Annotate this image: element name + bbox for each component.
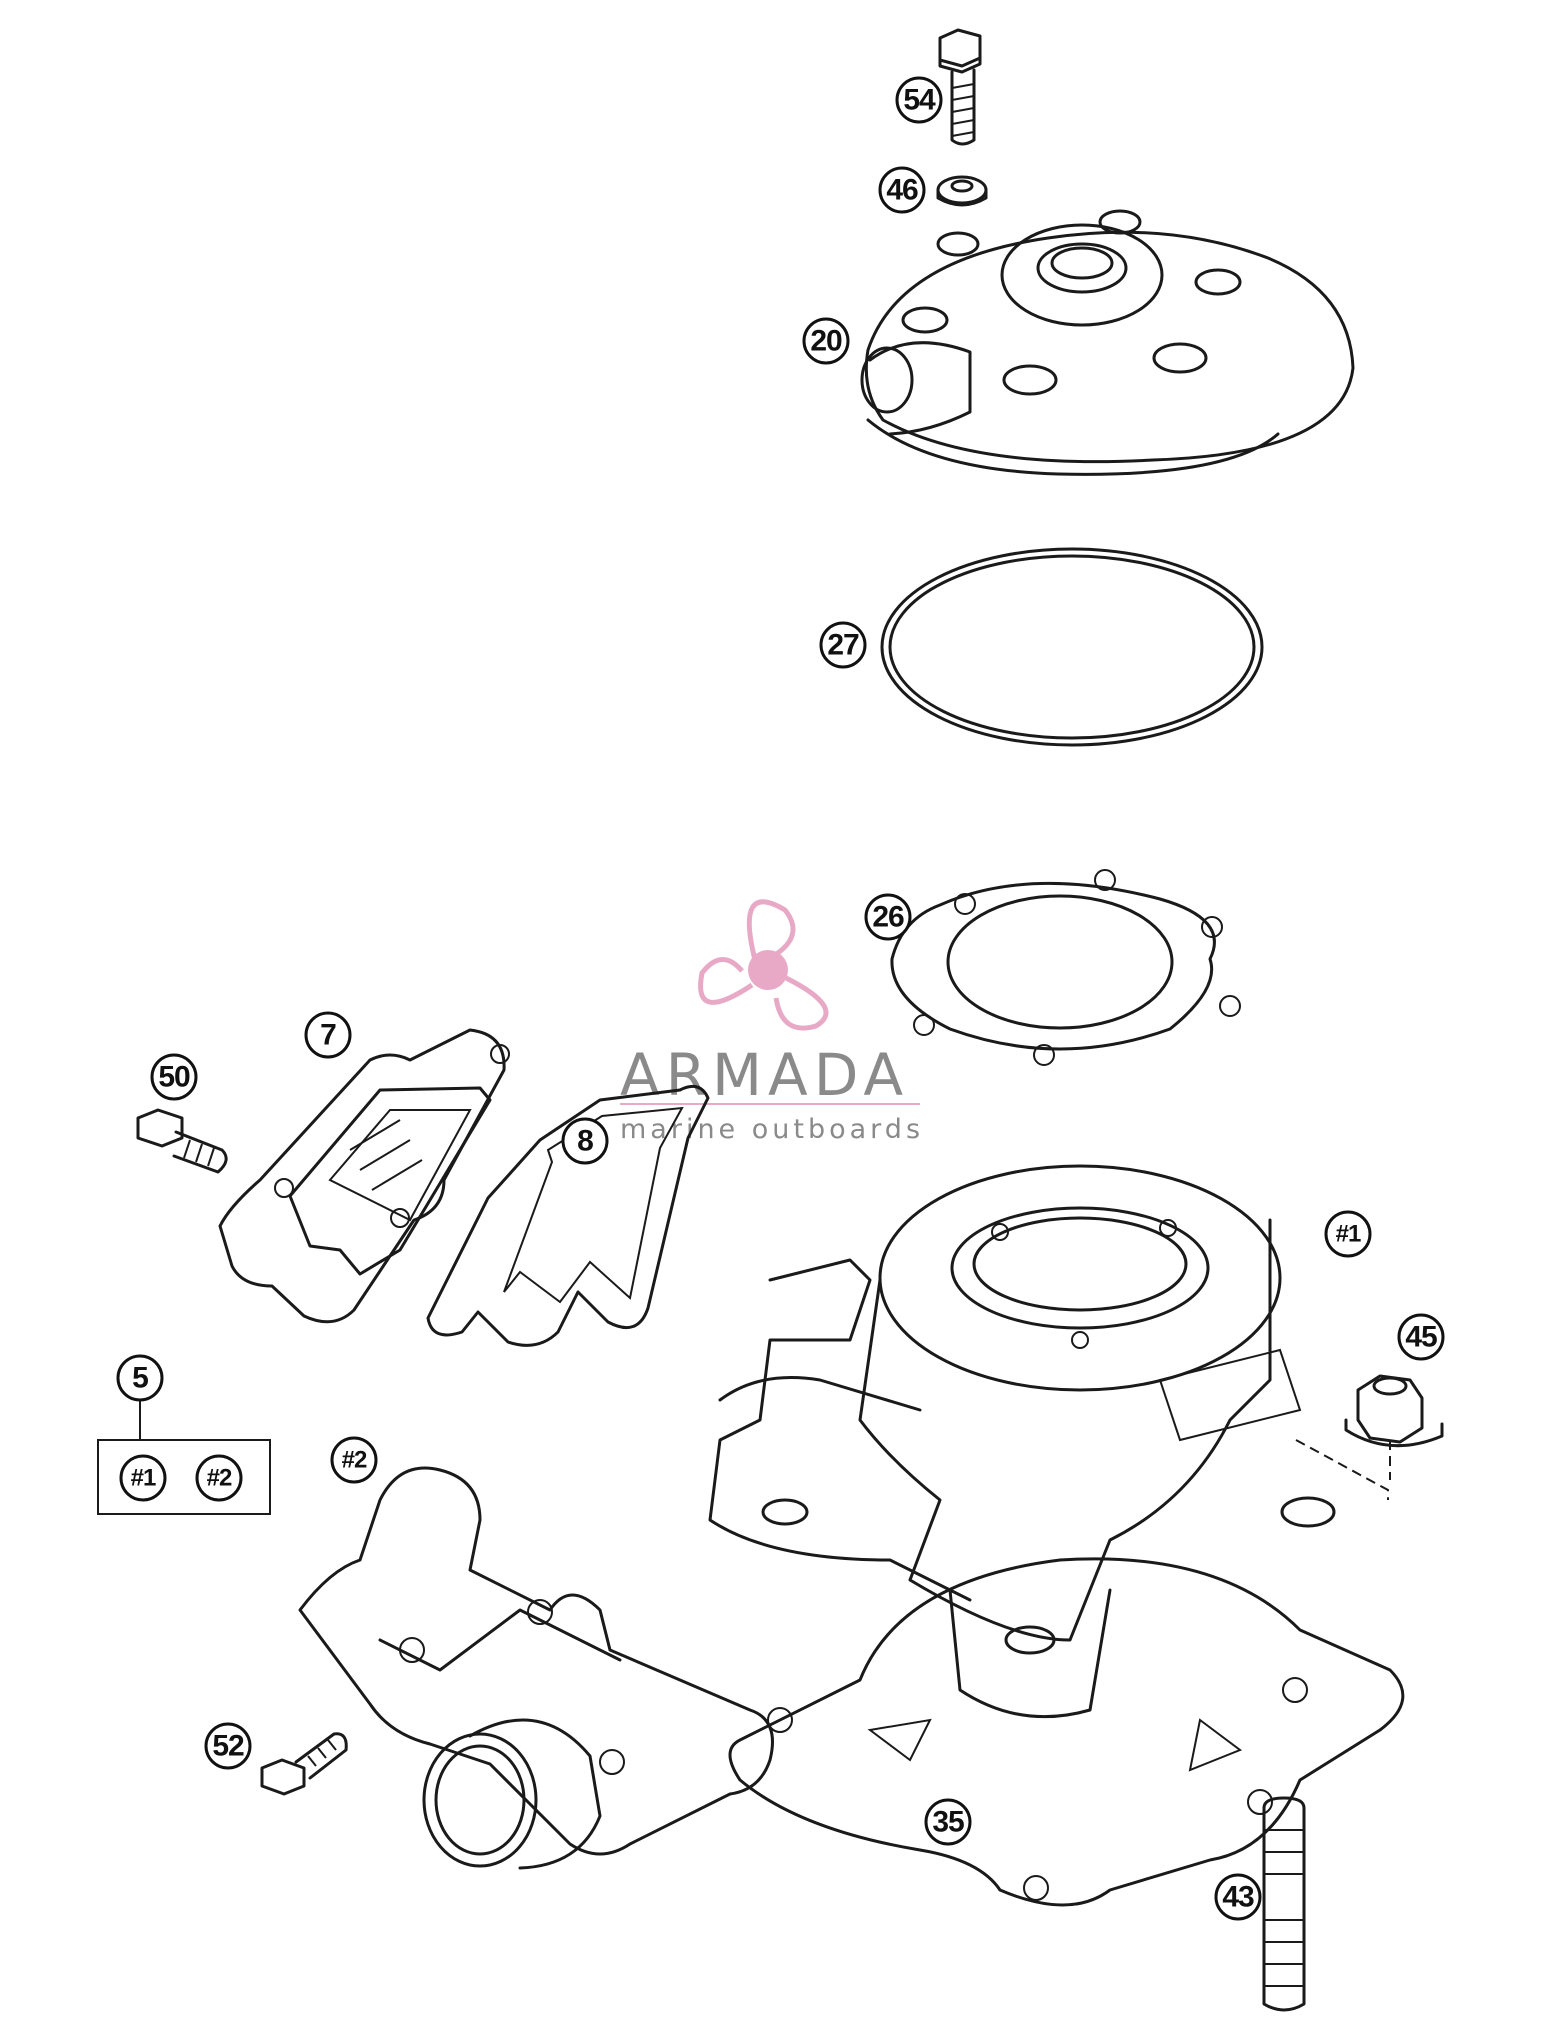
stud-43-drawing (1262, 1796, 1306, 2012)
callout-52: 52 (204, 1722, 252, 1770)
callout-8: 8 (561, 1117, 609, 1165)
reed-gasket-8-drawing (426, 1084, 710, 1347)
callout-26: 26 (864, 893, 912, 941)
callout-27-label: 27 (827, 629, 859, 662)
callout-7-label: 7 (320, 1019, 336, 1052)
kit-5-box (97, 1400, 271, 1515)
callout-35-label: 35 (932, 1806, 964, 1839)
watermark-title: ARMADA (620, 1041, 909, 1109)
head-gasket-26-drawing (890, 869, 1241, 1066)
reed-valve-7-drawing (218, 1028, 510, 1324)
callout-46: 46 (878, 166, 926, 214)
callout-45: 45 (1397, 1313, 1445, 1361)
callout-5-item-1-label: #1 (131, 1465, 156, 1492)
callout-1-label: #1 (1336, 1221, 1361, 1248)
base-gasket-35-drawing (728, 1557, 1405, 1907)
callout-2-label: #2 (342, 1447, 367, 1474)
armada-logo (620, 899, 920, 1105)
callout-2: #2 (330, 1436, 378, 1484)
callout-7: 7 (304, 1011, 352, 1059)
callout-1: #1 (1324, 1210, 1372, 1258)
callout-43-label: 43 (1222, 1881, 1254, 1914)
callout-20: 20 (802, 317, 850, 365)
callout-52-label: 52 (212, 1730, 244, 1763)
callout-45-label: 45 (1405, 1321, 1437, 1354)
callout-50: 50 (150, 1053, 198, 1101)
callout-54: 54 (895, 76, 943, 124)
callout-50-label: 50 (158, 1061, 190, 1094)
callout-35: 35 (924, 1798, 972, 1846)
callout-8-label: 8 (577, 1125, 593, 1158)
callout-5-item-2: #2 (195, 1454, 243, 1502)
callout-46-label: 46 (886, 174, 918, 207)
bolt-50-drawing (136, 1108, 228, 1174)
bolt-54-drawing (938, 28, 982, 146)
nut-45-drawing (1295, 1374, 1444, 1500)
callout-54-label: 54 (903, 84, 936, 117)
cylinder-head-20-drawing (860, 209, 1355, 476)
callout-5-label: 5 (132, 1362, 148, 1395)
washer-46-drawing (936, 175, 988, 207)
bolt-52-drawing (260, 1732, 348, 1796)
callout-5-item-1: #1 (119, 1454, 167, 1502)
callout-5-item-2-label: #2 (207, 1465, 232, 1492)
callout-26-label: 26 (872, 901, 904, 934)
callout-20-label: 20 (810, 325, 842, 358)
callout-27: 27 (819, 621, 867, 669)
cylinder-1-drawing (708, 1164, 1336, 1719)
callout-5: 5 (116, 1354, 164, 1402)
o-ring-27-drawing (880, 547, 1264, 747)
intake-flange-2-drawing (298, 1466, 774, 1870)
watermark-subtitle: marine outboards (620, 1114, 924, 1145)
callout-43: 43 (1214, 1873, 1262, 1921)
